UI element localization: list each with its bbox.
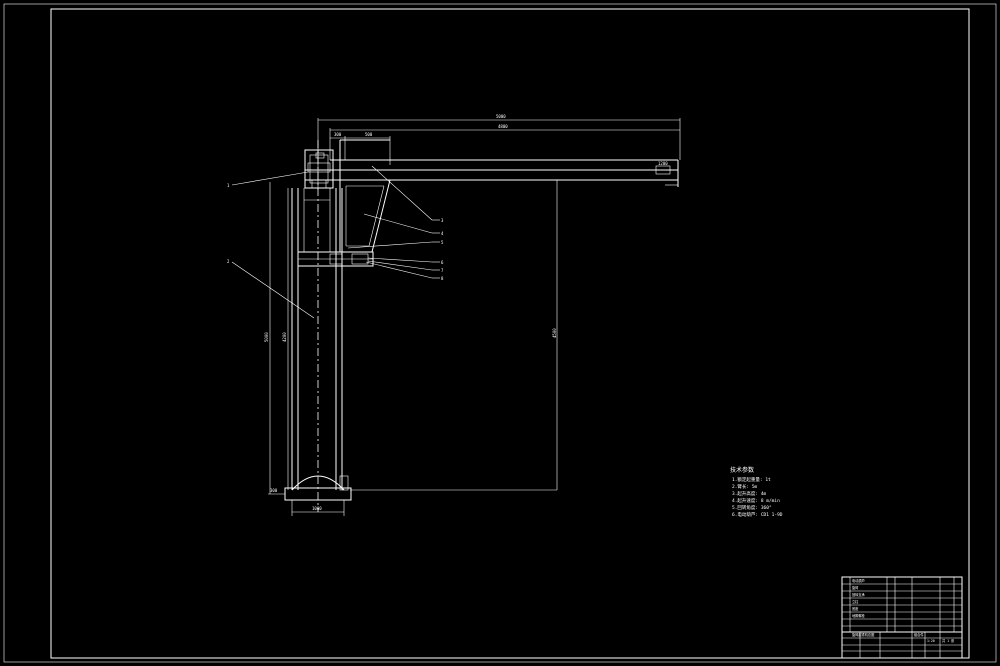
balloon-8: 8 — [441, 276, 444, 281]
tech-note-6: 6.电动葫芦: CD1 1-9D — [732, 511, 783, 518]
tb-row-5: 底座 — [852, 606, 859, 611]
title-block: 电动葫芦 旋臂 回转支承 立柱 底座 地脚螺栓 旋臂起重机总图 组合件 1:20… — [841, 576, 963, 659]
balloon-7: 7 — [441, 268, 444, 273]
balloon-5: 5 — [441, 240, 444, 245]
balloon-6: 6 — [441, 260, 444, 265]
column: 1000 300 — [268, 140, 352, 516]
technical-notes: 技术参数 1.额定起重量: 1t 2.臂长: 5m 3.起升高度: 4m 4.起… — [730, 466, 783, 518]
dim-height-inner: 4200 — [282, 332, 287, 342]
tb-scale: 1:20 — [927, 639, 935, 643]
dim-height-right: 4500 — [552, 328, 557, 338]
dim-base-height: 300 — [270, 488, 278, 493]
leader-lines — [231, 165, 440, 319]
dim-height-left: 5000 — [264, 332, 269, 342]
dim-right-end: 1200 — [658, 161, 668, 166]
tech-note-5: 5.回转角度: 360° — [732, 504, 772, 511]
balloon-4: 4 — [441, 231, 444, 236]
tech-note-4: 4.起升速度: 8 m/min — [732, 497, 780, 504]
tech-notes-title: 技术参数 — [730, 466, 754, 474]
balloon-labels: 1 2 3 4 5 6 7 8 — [227, 183, 444, 281]
balloon-1: 1 — [227, 183, 230, 188]
tb-material: 组合件 — [914, 632, 924, 637]
dim-top-inner: 4800 — [498, 124, 508, 129]
tb-row-2: 旋臂 — [852, 585, 859, 590]
tb-row-1: 电动葫芦 — [852, 578, 865, 583]
inner-border — [50, 8, 970, 659]
dim-top-total: 5000 — [496, 114, 506, 119]
tb-row-4: 立柱 — [852, 599, 859, 604]
outer-border — [3, 3, 997, 663]
tb-row-3: 回转支承 — [852, 592, 866, 597]
vertical-dimensions: 5000 4200 4500 — [264, 179, 560, 494]
tb-title: 旋臂起重机总图 — [852, 632, 874, 637]
balloon-3: 3 — [441, 218, 444, 223]
dim-base-width: 1000 — [312, 506, 322, 511]
dim-top-left-a: 300 — [334, 132, 342, 137]
tech-note-2: 2.臂长: 5m — [732, 483, 758, 490]
jib-arm — [305, 159, 679, 187]
jib-bracket — [339, 139, 391, 253]
balloon-2: 2 — [227, 259, 230, 264]
tb-sheet: 共 1 张 — [942, 638, 955, 643]
tech-note-1: 1.额定起重量: 1t — [732, 476, 771, 483]
tb-row-6: 地脚螺栓 — [852, 613, 866, 618]
tech-note-3: 3.起升高度: 4m — [732, 490, 767, 497]
dim-top-left-b: 500 — [365, 132, 373, 137]
